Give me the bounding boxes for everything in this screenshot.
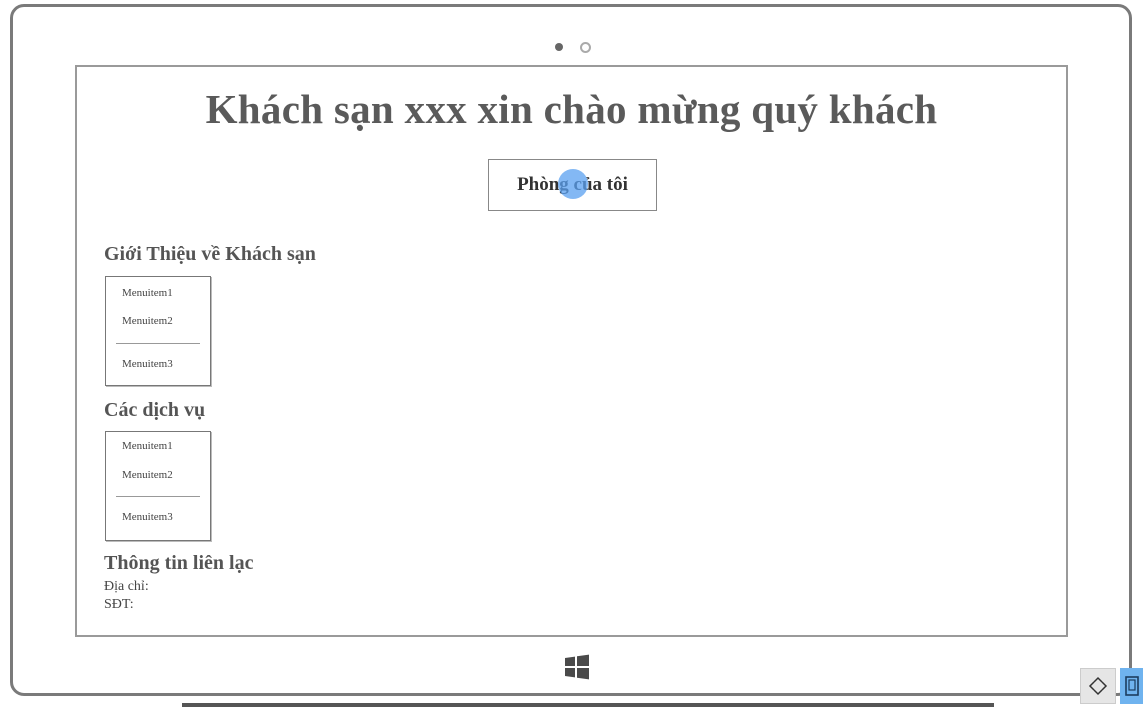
services-menu-item-1[interactable]: Menuitem1 [122,440,173,452]
expand-arrows-icon [1088,676,1108,696]
horizontal-scrollbar[interactable] [182,703,994,707]
section-title-services: Các dịch vụ [104,399,206,421]
section-title-contact: Thông tin liên lạc [104,552,254,574]
intro-menu-item-3[interactable]: Menuitem3 [122,358,173,370]
services-menu-divider [116,496,200,497]
contact-phone-label: SĐT: [104,597,134,612]
device-control[interactable] [1120,668,1143,704]
expand-arrows-control[interactable] [1080,668,1116,704]
windows-logo-icon[interactable] [564,654,590,680]
intro-menu: Menuitem1 Menuitem2 Menuitem3 [105,276,211,386]
intro-menu-divider [116,343,200,344]
services-menu-item-3[interactable]: Menuitem3 [122,511,173,523]
intro-menu-item-2[interactable]: Menuitem2 [122,315,173,327]
camera-lens-icon [580,42,591,53]
contact-address-label: Địa chỉ: [104,579,149,594]
tablet-screen: Khách sạn xxx xin chào mừng quý khách Ph… [75,65,1068,637]
device-icon [1124,676,1139,696]
intro-menu-item-1[interactable]: Menuitem1 [122,287,173,299]
services-menu: Menuitem1 Menuitem2 Menuitem3 [105,431,211,541]
section-title-intro: Giới Thiệu về Khách sạn [104,243,316,265]
page-title: Khách sạn xxx xin chào mừng quý khách [205,86,938,132]
my-room-button[interactable]: Phòng của tôi [488,159,657,211]
services-menu-item-2[interactable]: Menuitem2 [122,469,173,481]
camera-dot-icon [555,43,563,51]
